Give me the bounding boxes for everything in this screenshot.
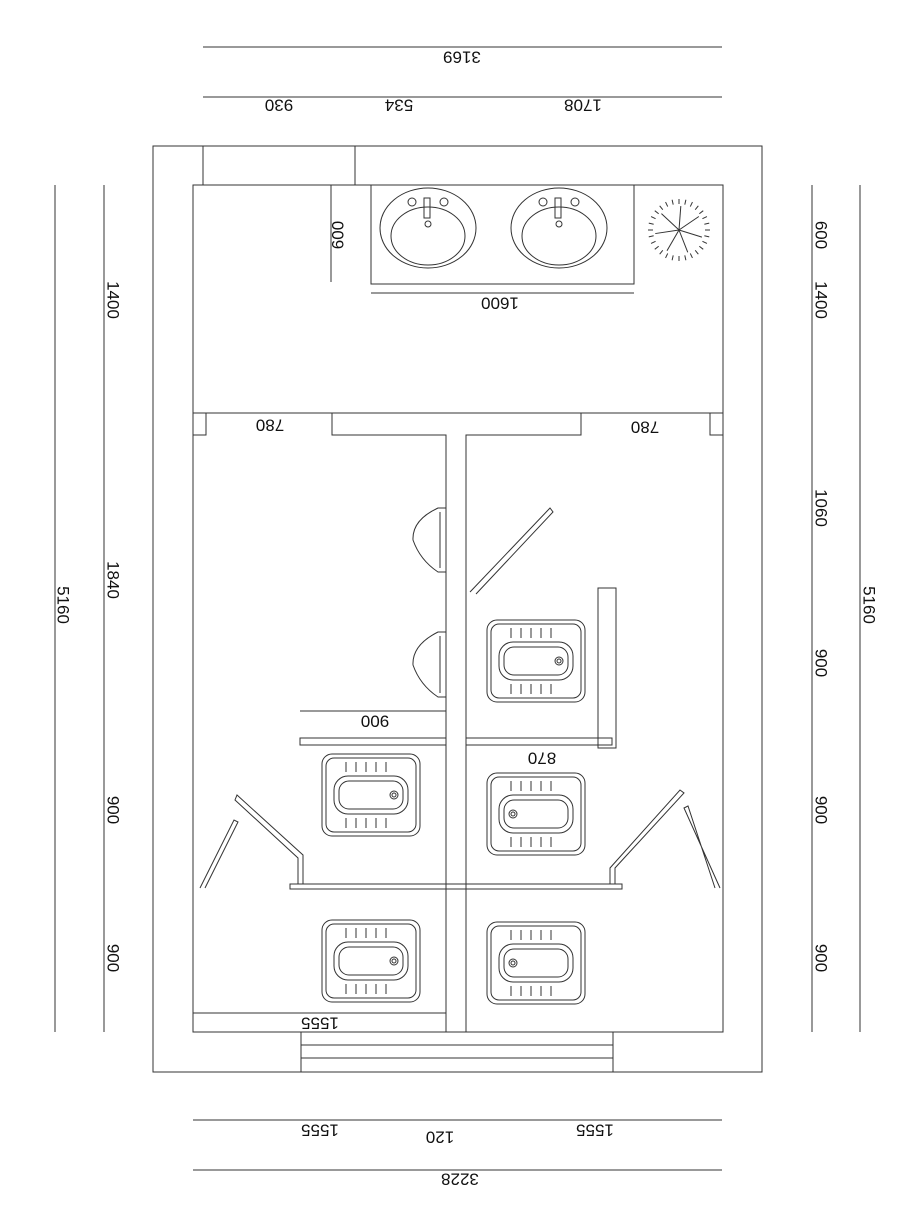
branch [678, 216, 700, 231]
leaf [659, 250, 664, 255]
washbasin [379, 187, 477, 269]
dim-left-seg: 1840 [104, 561, 123, 599]
washbasin [510, 187, 608, 269]
dim-partition-left: 900 [361, 712, 389, 731]
entrance-steps [300, 1031, 614, 1073]
leaf [699, 245, 704, 250]
dim-right-seg: 900 [812, 796, 831, 824]
dim-left-seg: 1400 [104, 281, 123, 319]
branch [678, 229, 689, 253]
leaf [665, 201, 669, 207]
leaf [650, 240, 656, 244]
leaf [704, 235, 710, 238]
branch [666, 229, 680, 252]
dim-top-seg: 1708 [564, 96, 602, 115]
leaf [659, 205, 664, 210]
walls [152, 145, 763, 1073]
dim-door-right: 780 [631, 418, 659, 437]
squat-toilet [321, 919, 421, 1003]
dim-bottom-seg: 1555 [301, 1121, 339, 1140]
leaf [654, 245, 659, 250]
dim-right-seg: 600 [812, 221, 831, 249]
dim-right-total: 5160 [860, 586, 879, 624]
leaf [702, 216, 708, 220]
dimension-lines [54, 46, 861, 1171]
dim-left-seg: 900 [104, 796, 123, 824]
leaf [665, 253, 669, 259]
leaf [648, 222, 654, 225]
leaf [702, 240, 708, 244]
vanity-counter [370, 184, 635, 285]
dim-left-total: 5160 [54, 586, 73, 624]
squat-toilet [321, 753, 421, 837]
leaf [648, 235, 654, 238]
dim-vanity-depth: 600 [328, 221, 347, 249]
dim-partition-right: 870 [528, 749, 556, 768]
branch [678, 206, 682, 231]
dim-top-total: 3169 [443, 48, 481, 67]
leaf [650, 216, 656, 220]
dim-stall-width: 1555 [301, 1014, 339, 1033]
dim-bottom-seg: 120 [426, 1128, 454, 1147]
dim-door-left: 780 [256, 416, 284, 435]
dim-right-seg: 900 [812, 944, 831, 972]
branch [661, 213, 680, 231]
urinals [412, 507, 447, 698]
leaf [671, 199, 674, 205]
leaf [654, 210, 659, 215]
leaf [689, 201, 693, 207]
dim-right-seg: 1060 [812, 489, 831, 527]
dim-left-seg: 900 [104, 944, 123, 972]
branch [678, 229, 703, 238]
squat-toilets [321, 619, 586, 1005]
leaf [694, 205, 699, 210]
leaf [699, 210, 704, 215]
urinal [412, 507, 447, 573]
plant-icon [648, 199, 710, 261]
doors [199, 507, 721, 889]
dim-right-seg: 1400 [812, 281, 831, 319]
leaf [684, 199, 687, 205]
leaf [671, 255, 674, 261]
squat-toilet [486, 619, 586, 703]
squat-toilet [486, 921, 586, 1005]
dim-bottom-seg: 1555 [576, 1121, 614, 1140]
leaf [704, 222, 710, 225]
leaf [684, 255, 687, 261]
dimension-labels: 3169 930 534 1708 5160 1400 1840 900 900… [54, 48, 879, 1189]
dim-top-seg: 534 [385, 96, 413, 115]
dim-top-seg: 930 [265, 96, 293, 115]
dim-vanity-width: 1600 [481, 294, 519, 313]
branch [655, 229, 680, 235]
dim-bottom-total: 3228 [441, 1170, 479, 1189]
leaf [694, 250, 699, 255]
dim-right-seg: 900 [812, 649, 831, 677]
squat-toilet [486, 772, 586, 856]
leaf [689, 253, 693, 259]
urinal [412, 631, 447, 698]
